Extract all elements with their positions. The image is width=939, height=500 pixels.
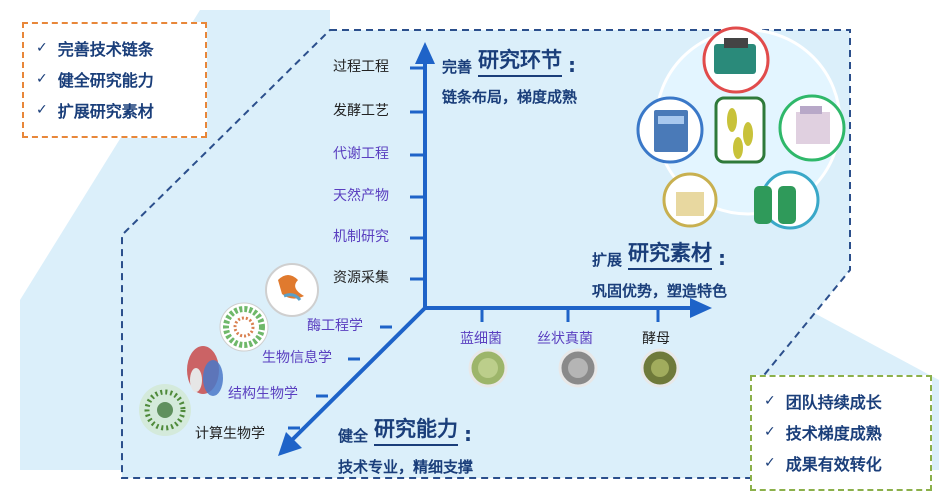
section-right-title: 研究素材 <box>628 237 713 270</box>
section-top-subtitle: 链条布局，梯度成熟 <box>442 88 578 106</box>
microbe-thumbnails <box>468 348 680 388</box>
structure-thumbnails <box>139 263 319 436</box>
checklist-text: 团队持续成长 <box>785 392 882 412</box>
vertical-axis-label: 机制研究 <box>333 229 389 245</box>
section-bottom-prefix: 健全 <box>338 427 369 445</box>
checklist-item: ✓ 技术梯度成熟 <box>764 416 918 447</box>
diagonal-axis-label: 结构生物学 <box>228 386 298 402</box>
check-icon: ✓ <box>764 392 776 409</box>
checklist-text: 成果有效转化 <box>785 454 882 474</box>
check-icon: ✓ <box>764 454 776 471</box>
section-bottom-title: 研究能力 <box>374 413 459 446</box>
horizontal-axis-arrow <box>690 298 712 318</box>
section-right-subtitle: 巩固优势，塑造特色 <box>592 282 728 300</box>
vertical-axis-label: 天然产物 <box>333 188 389 204</box>
check-icon: ✓ <box>36 39 48 56</box>
checklist-item: ✓ 健全研究能力 <box>36 63 193 94</box>
checklist-text: 健全研究能力 <box>57 70 154 90</box>
section-right-prefix: 扩展 <box>592 251 623 269</box>
section-right-header: 扩展 研究素材 : <box>592 237 726 270</box>
checklist-item: ✓ 扩展研究素材 <box>36 94 193 125</box>
diagonal-axis-arrow <box>278 432 302 456</box>
vertical-axis-label: 代谢工程 <box>333 146 389 162</box>
structbio-thumb <box>187 346 223 396</box>
diagonal-axis-label: 计算生物学 <box>195 426 265 442</box>
check-icon: ✓ <box>764 423 776 440</box>
section-top-title: 研究环节 <box>478 44 563 77</box>
horizontal-axis-label: 丝状真菌 <box>537 331 593 347</box>
vertical-axis-arrow <box>415 42 435 64</box>
checklist-text: 扩展研究素材 <box>57 101 154 121</box>
diagonal-axis-line <box>290 306 427 442</box>
vertical-axis-label: 发酵工艺 <box>333 103 389 119</box>
diagonal-axis-label: 生物信息学 <box>262 350 332 366</box>
section-top-header: 完善 研究环节 : <box>442 44 576 77</box>
checklist-item: ✓ 完善技术链条 <box>36 32 193 63</box>
checklist-text: 完善技术链条 <box>57 39 154 59</box>
section-bottom-header: 健全 研究能力 : <box>338 413 472 446</box>
section-top-colon: : <box>568 53 577 77</box>
checklist-item: ✓ 成果有效转化 <box>764 447 918 478</box>
vertical-axis-label: 资源采集 <box>333 270 389 286</box>
diagonal-axis-label: 酶工程学 <box>307 318 363 334</box>
vertical-axis-label: 过程工程 <box>333 59 389 75</box>
checklist-item: ✓ 团队持续成长 <box>764 385 918 416</box>
section-bottom-subtitle: 技术专业，精细支撑 <box>338 458 474 476</box>
section-bottom-colon: : <box>464 422 473 446</box>
goals-checklist-right: ✓ 团队持续成长 ✓ 技术梯度成熟 ✓ 成果有效转化 <box>750 375 932 491</box>
compbio-thumb <box>139 384 191 436</box>
section-right-colon: : <box>718 246 727 270</box>
section-top-prefix: 完善 <box>442 58 473 76</box>
check-icon: ✓ <box>36 101 48 118</box>
equipment-illustration <box>636 26 846 230</box>
horizontal-axis-label: 酵母 <box>642 331 670 347</box>
checklist-text: 技术梯度成熟 <box>785 423 882 443</box>
horizontal-axis-label: 蓝细菌 <box>460 331 502 347</box>
check-icon: ✓ <box>36 70 48 87</box>
goals-checklist-left: ✓ 完善技术链条 ✓ 健全研究能力 ✓ 扩展研究素材 <box>22 22 207 138</box>
axes <box>278 42 712 456</box>
